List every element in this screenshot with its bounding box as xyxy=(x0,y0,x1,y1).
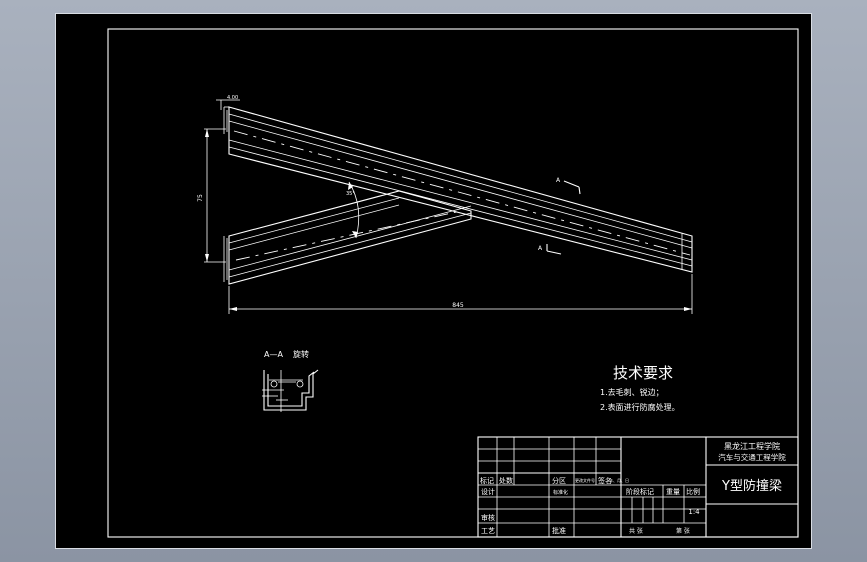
tb-change-doc: 更改文件号 xyxy=(575,477,595,483)
lower-beam xyxy=(223,190,472,285)
dim-height-label: 75 xyxy=(197,194,204,202)
school-line2: 汽车与交通工程学院 xyxy=(718,452,786,462)
tb-review: 审核 xyxy=(481,513,495,522)
dimension-length: 845 xyxy=(228,274,693,314)
part-name: Y型防撞梁 xyxy=(721,478,782,494)
school-line1: 黑龙江工程学院 xyxy=(724,441,780,451)
section-mark-upper-label: A xyxy=(556,177,561,184)
tb-design: 设计 xyxy=(481,487,495,496)
section-view-rotation: 旋转 xyxy=(293,349,309,359)
technical-requirements: 技术要求 1.去毛刺、锐边； 2.表面进行防腐处理。 xyxy=(600,364,680,412)
tb-sheets-total: 共 张 xyxy=(629,527,643,535)
tb-standardize: 标准化 xyxy=(553,489,568,496)
requirement-item: 2.表面进行防腐处理。 xyxy=(600,402,680,412)
cad-viewport[interactable]: 75 4.00 35° 845 A A A—A 旋转 xyxy=(55,13,812,549)
sheet-border xyxy=(107,28,799,538)
dim-length-label: 845 xyxy=(452,302,464,309)
title-block: 黑龙江工程学院 汽车与交通工程学院 Y型防撞梁 1:4 标记 处数 分区 更改文… xyxy=(477,436,799,538)
section-view: A—A 旋转 xyxy=(262,349,319,412)
dim-top-label: 4.00 xyxy=(227,95,238,101)
dimension-angle: 35° xyxy=(346,181,360,239)
section-view-title: A—A xyxy=(264,350,283,359)
tb-date: 年、月、日 xyxy=(609,477,629,483)
section-mark-upper: A xyxy=(556,177,581,195)
cad-drawing: 75 4.00 35° 845 A A A—A 旋转 xyxy=(107,28,799,538)
dimension-top: 4.00 xyxy=(216,95,240,110)
section-mark-lower-label: A xyxy=(538,245,543,252)
scale-value: 1:4 xyxy=(688,508,700,516)
dim-angle-label: 35° xyxy=(346,191,355,197)
dimension-height: 75 xyxy=(197,128,226,263)
tb-sheet-no: 第 张 xyxy=(676,527,690,535)
section-mark-lower: A xyxy=(538,244,562,255)
tb-zone: 分区 xyxy=(552,476,566,485)
tb-weight: 重量 xyxy=(666,488,680,496)
tb-count: 处数 xyxy=(499,476,513,485)
upper-beam xyxy=(223,106,693,273)
requirements-title: 技术要求 xyxy=(613,364,673,382)
requirement-item: 1.去毛刺、锐边； xyxy=(600,387,664,397)
tb-signature: 签名 xyxy=(598,476,612,485)
tb-approve: 批准 xyxy=(552,526,566,535)
tb-ratio: 比例 xyxy=(686,487,700,496)
tb-stage-mark: 阶段标记 xyxy=(626,487,654,496)
tb-mark: 标记 xyxy=(480,476,494,485)
tb-process: 工艺 xyxy=(481,527,495,535)
